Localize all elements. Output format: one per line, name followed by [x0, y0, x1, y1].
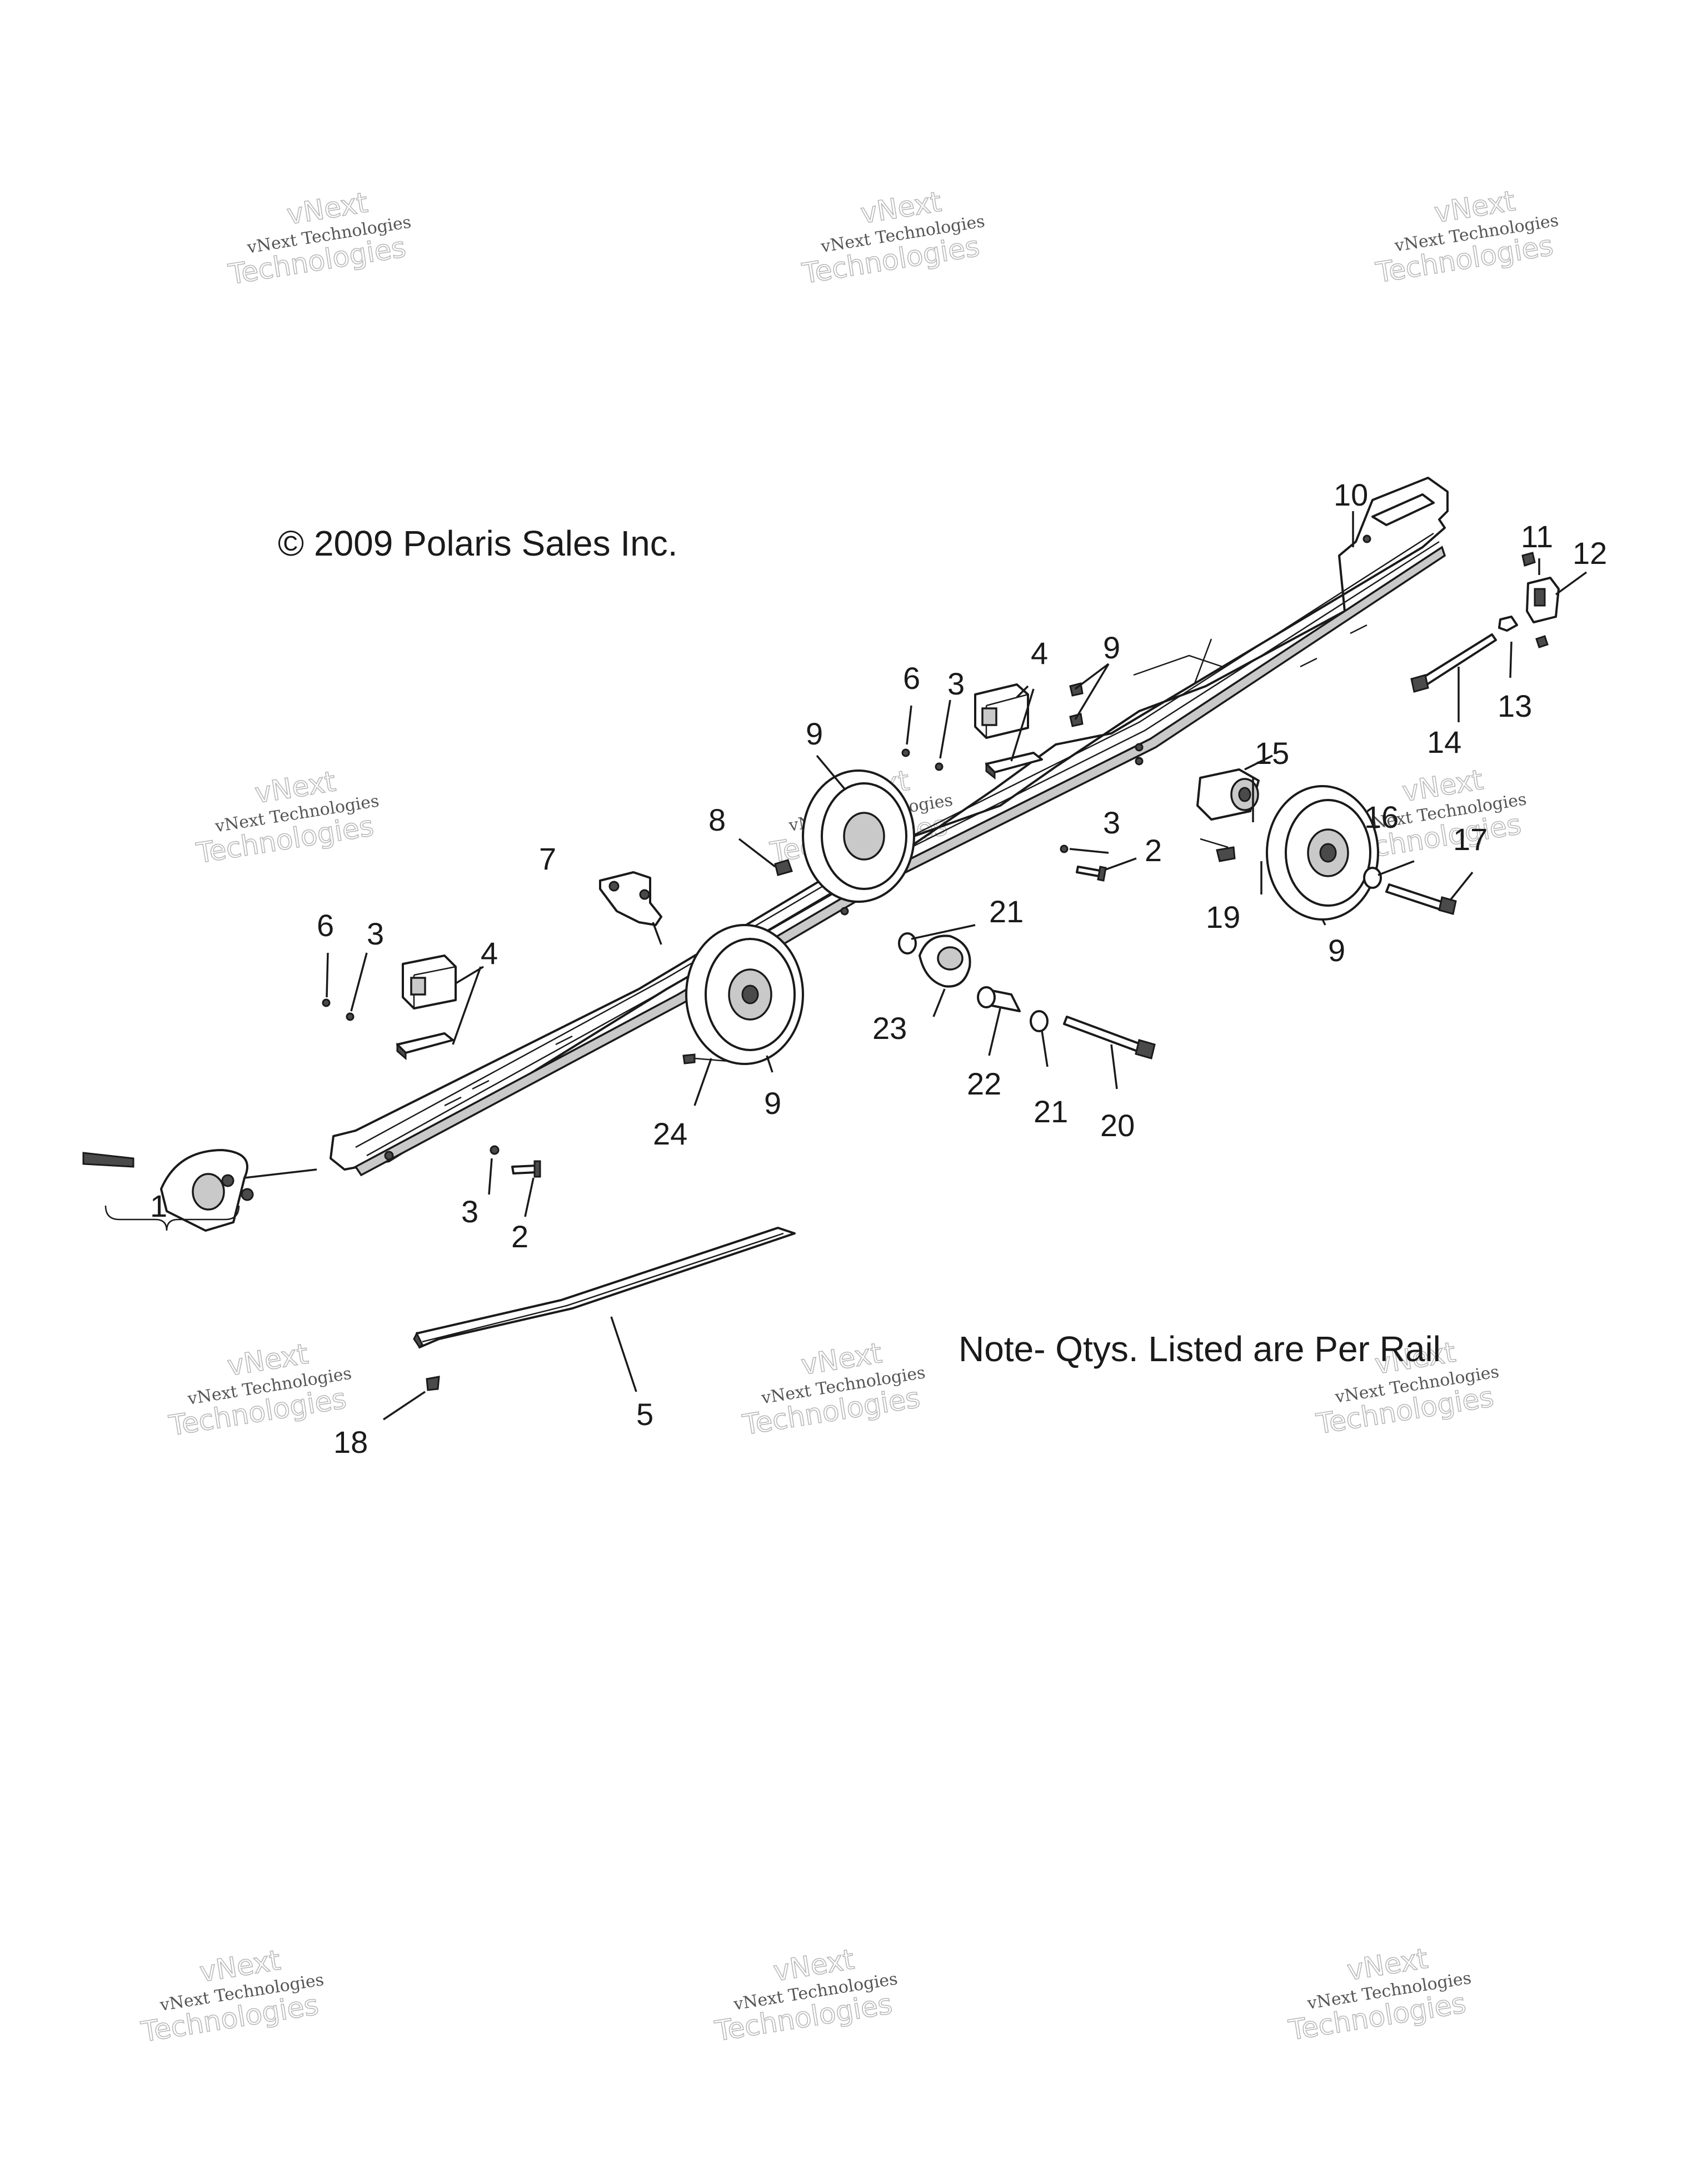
nut-13: [1498, 616, 1518, 632]
rail-hole: [384, 1151, 394, 1161]
callout-2-lower: 2: [511, 1219, 528, 1254]
rail-tip-assembly: [82, 1149, 317, 1232]
retainer-block-front: [396, 954, 457, 1061]
callout-5: 5: [636, 1397, 653, 1432]
watermark: vNext vNext Technologies Technologies: [1286, 1942, 1473, 2047]
nut-8: [774, 859, 793, 876]
watermark: vNext vNext Technologies Technologies: [800, 185, 986, 291]
callout-11: 11: [1521, 519, 1553, 554]
bolt-17: [1385, 883, 1457, 915]
callout-23: 23: [872, 1011, 907, 1046]
callout-labels: 10 11 12 13 14 15 16 17 19 9 9 4 6 3 9 3…: [150, 477, 1607, 1460]
callout-21-bottom: 21: [1034, 1094, 1068, 1129]
washer-3: [935, 762, 944, 771]
callout-13: 13: [1498, 688, 1532, 723]
nut-6: [322, 998, 331, 1007]
callout-20: 20: [1100, 1108, 1135, 1143]
washer: [1363, 867, 1382, 889]
callout-3-lower: 3: [461, 1194, 478, 1229]
callout-19: 19: [1206, 899, 1240, 934]
watermark: vNext vNext Technologies Technologies: [166, 1337, 353, 1443]
watermark: vNext vNext Technologies Technologies: [1373, 184, 1560, 290]
callout-8: 8: [708, 802, 726, 837]
watermark: vNext vNext Technologies Technologies: [138, 1943, 325, 2049]
rail-hole: [1362, 534, 1371, 543]
callout-15: 15: [1255, 736, 1289, 771]
end-cap: [1526, 577, 1560, 623]
callout-10: 10: [1334, 477, 1368, 512]
bolt-20: [1063, 1016, 1156, 1059]
callout-16: 16: [1364, 799, 1399, 834]
washer: [898, 932, 917, 954]
callout-24: 24: [653, 1116, 687, 1151]
nut-6: [901, 748, 910, 757]
slide-rail: [330, 477, 1449, 1177]
idler-wheel-front: [685, 924, 804, 1065]
callout-2-rear: 2: [1145, 833, 1162, 868]
callout-9-rear: 9: [1328, 933, 1345, 968]
callout-22: 22: [967, 1066, 1001, 1101]
callout-6-rear: 6: [903, 661, 920, 696]
callout-3-mid: 3: [1103, 805, 1120, 840]
watermark: vNext vNext Technologies Technologies: [226, 186, 412, 292]
callout-1: 1: [150, 1188, 167, 1223]
idler-wheel-rear: [1266, 785, 1379, 921]
bracket: [599, 871, 662, 945]
callout-3-front: 3: [367, 916, 384, 951]
bolt-2: [1076, 866, 1107, 882]
callout-6-front: 6: [317, 908, 334, 943]
leader-lines: [326, 511, 1588, 1421]
rail-hole: [1135, 757, 1144, 766]
bolt-2: [511, 1160, 541, 1178]
callout-12: 12: [1573, 536, 1607, 571]
callout-18: 18: [333, 1425, 368, 1460]
bolt-14: [1410, 633, 1497, 693]
copyright-text: © 2009 Polaris Sales Inc.: [278, 523, 678, 563]
washer-3: [490, 1145, 500, 1155]
watermark: vNext vNext Technologies Technologies: [712, 1943, 899, 2048]
callout-17: 17: [1453, 822, 1488, 857]
nut-11: [1521, 552, 1536, 567]
callout-21-top: 21: [989, 894, 1024, 929]
callout-14: 14: [1427, 724, 1461, 759]
washer-3: [1060, 844, 1069, 853]
watermark: vNext vNext Technologies Technologies: [193, 764, 380, 870]
rail-hole: [1135, 743, 1144, 752]
spacer: [977, 986, 1021, 1012]
idler-wheel-middle: [802, 769, 915, 903]
watermark: vNext vNext Technologies Technologies: [740, 1336, 926, 1442]
wear-strip: [413, 1227, 796, 1391]
callout-9-front: 9: [764, 1086, 781, 1121]
callout-3-rear: 3: [947, 666, 965, 701]
callout-7: 7: [539, 841, 556, 876]
shock-mount: [919, 934, 971, 988]
callout-9-nuts: 9: [1103, 630, 1120, 665]
nut-12: [1535, 635, 1549, 648]
rail-hole: [840, 907, 849, 916]
callout-4-front: 4: [481, 936, 498, 971]
watermark-group: vNext vNext Technologies Technologies vN…: [138, 184, 1560, 2049]
washer: [1030, 1010, 1049, 1032]
retainer-block-rear: [974, 683, 1043, 780]
bolt-19: [1200, 838, 1236, 862]
axle-spacer: [1196, 754, 1273, 821]
note-text: Note- Qtys. Listed are Per Rail: [959, 1329, 1441, 1369]
callout-4-rear: 4: [1031, 636, 1048, 671]
callout-9-middle: 9: [806, 716, 823, 751]
washer-3: [346, 1012, 355, 1021]
